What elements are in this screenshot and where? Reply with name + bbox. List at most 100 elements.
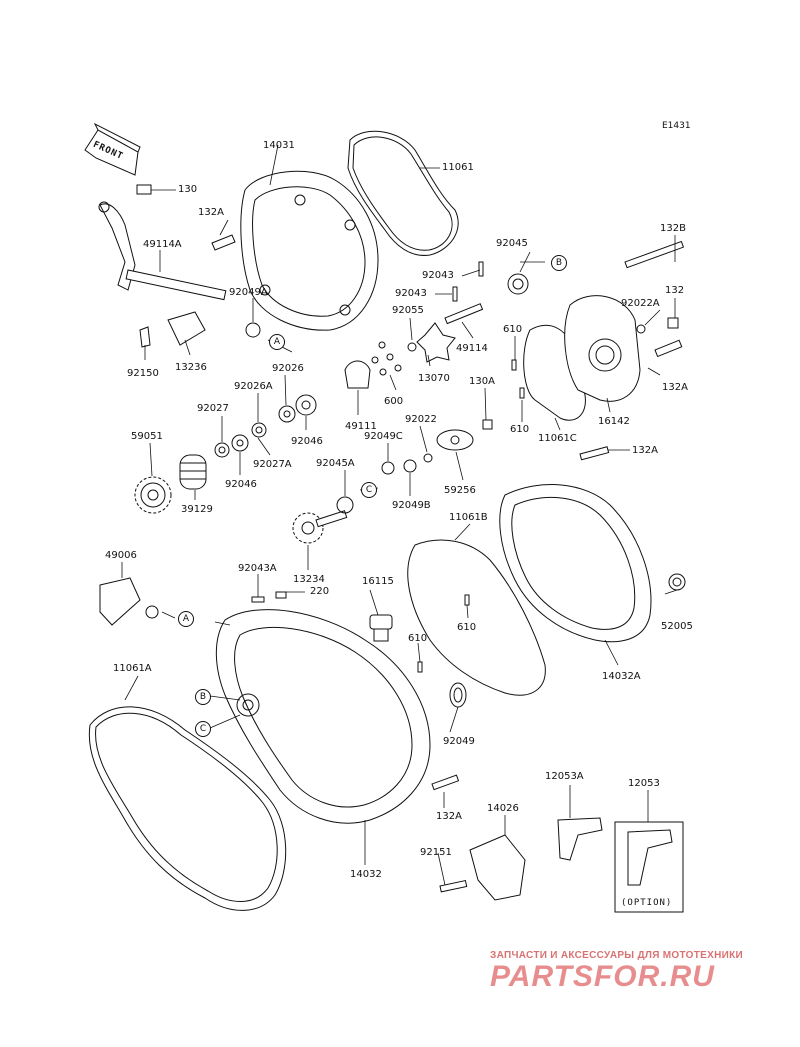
- crankcase-cover-14032: [215, 609, 431, 824]
- front-arrow-icon: [84, 122, 141, 176]
- bolt-92043A: [251, 596, 265, 603]
- part-label: 132A: [198, 207, 224, 218]
- part-label: 92027: [197, 403, 229, 414]
- part-label: 14026: [487, 803, 519, 814]
- part-label: 92022A: [621, 298, 660, 309]
- washer-92026A: [251, 422, 267, 438]
- plug-16115: [369, 614, 393, 642]
- part-label: 610: [503, 324, 523, 335]
- bolt-132B: [624, 240, 685, 269]
- bolt-132: [667, 317, 679, 329]
- part-label: 16115: [362, 576, 394, 587]
- option-label: (OPTION): [621, 898, 673, 908]
- shaft-49114: [444, 303, 484, 325]
- bearing-92045: [507, 273, 529, 295]
- part-label: 14032A: [602, 671, 641, 682]
- bearing-92045A: [336, 496, 354, 514]
- gear-59051: [134, 476, 172, 514]
- part-label: 132A: [632, 445, 658, 456]
- part-label: 92022: [405, 414, 437, 425]
- callout-b-bottom: B: [195, 689, 211, 705]
- part-label: 11061A: [113, 663, 152, 674]
- part-label: 92046: [225, 479, 257, 490]
- part-label: 11061: [442, 162, 474, 173]
- impeller-59256: [436, 429, 474, 451]
- callout-b-top: B: [551, 255, 567, 271]
- spring-39129: [179, 454, 207, 490]
- part-label: 220: [310, 586, 330, 597]
- part-label: 132B: [660, 223, 686, 234]
- governor-49111: [344, 360, 371, 389]
- part-label: 130A: [469, 376, 495, 387]
- part-label: 92045A: [316, 458, 355, 469]
- gear-13234: [292, 510, 348, 544]
- dowel-610-b: [519, 387, 525, 399]
- part-label: 11061B: [449, 512, 488, 523]
- bracket-13236: [167, 311, 206, 346]
- part-label: 92055: [392, 305, 424, 316]
- part-label: 132A: [436, 811, 462, 822]
- bolt-130A: [482, 419, 493, 430]
- washer-92022: [423, 453, 433, 463]
- dowel-610-d: [417, 661, 423, 673]
- part-label: 92046: [291, 436, 323, 447]
- dowel-610-c: [464, 594, 470, 606]
- part-label: 13234: [293, 574, 325, 585]
- part-label: 49114: [456, 343, 488, 354]
- washer-92026: [278, 405, 296, 423]
- part-label: 600: [384, 396, 404, 407]
- bolt-132A-bottom: [431, 774, 460, 791]
- part-label: 11061C: [538, 433, 577, 444]
- circlip-92055: [407, 342, 417, 352]
- watermark-subtitle: ЗАПЧАСТИ И АКСЕССУАРЫ ДЛЯ МОТОТЕХНИКИ: [490, 950, 743, 961]
- part-label: 13070: [418, 373, 450, 384]
- part-label: 49006: [105, 550, 137, 561]
- callout-a-bottom: A: [178, 611, 194, 627]
- part-label: 59051: [131, 431, 163, 442]
- part-label: 49114A: [143, 239, 182, 250]
- oil-seal-92049: [449, 682, 467, 708]
- bolt-92151: [439, 880, 468, 893]
- gasket-11061A: [88, 706, 287, 911]
- washer-92022A: [636, 324, 646, 334]
- part-label: 16142: [598, 416, 630, 427]
- part-label: 92043: [395, 288, 427, 299]
- bolt-130: [136, 184, 152, 195]
- part-label: 52005: [661, 621, 693, 632]
- part-label: 92043A: [238, 563, 277, 574]
- strainer-49006: [99, 577, 159, 626]
- part-label: 92026: [272, 363, 304, 374]
- option-box: [614, 821, 684, 913]
- washer-92046-b: [231, 434, 249, 452]
- part-label: 92043: [422, 270, 454, 281]
- part-label: 130: [178, 184, 198, 195]
- gasket-11061C: [523, 324, 586, 421]
- bracket-12053A: [557, 817, 603, 861]
- callout-c-mid: C: [361, 482, 377, 498]
- water-pump-cover-16142: [564, 295, 641, 402]
- part-label: 12053: [628, 778, 660, 789]
- chain-guide-14026: [469, 834, 526, 901]
- oil-seal-92049B: [403, 459, 417, 473]
- part-label: 14032: [350, 869, 382, 880]
- part-label: 92049A: [229, 287, 268, 298]
- part-label: 49111: [345, 421, 377, 432]
- oil-seal-52005: [668, 573, 686, 591]
- bolt-132A-mid: [579, 446, 610, 461]
- pin-92043-a: [478, 261, 484, 277]
- gasket-11061: [347, 130, 459, 256]
- part-label: 12053A: [545, 771, 584, 782]
- part-label: 92151: [420, 847, 452, 858]
- balls-600: [371, 341, 402, 376]
- diagram-ref-code: E1431: [662, 121, 691, 131]
- dowel-610-a: [511, 359, 517, 371]
- part-label: 132A: [662, 382, 688, 393]
- pin-92043-b: [452, 286, 458, 302]
- bolt-132A-top: [211, 234, 236, 251]
- bolt-92150: [139, 326, 151, 348]
- part-label: 14031: [263, 140, 295, 151]
- part-label: 610: [457, 622, 477, 633]
- part-label: 610: [408, 633, 428, 644]
- bolt-132A-right: [654, 339, 683, 358]
